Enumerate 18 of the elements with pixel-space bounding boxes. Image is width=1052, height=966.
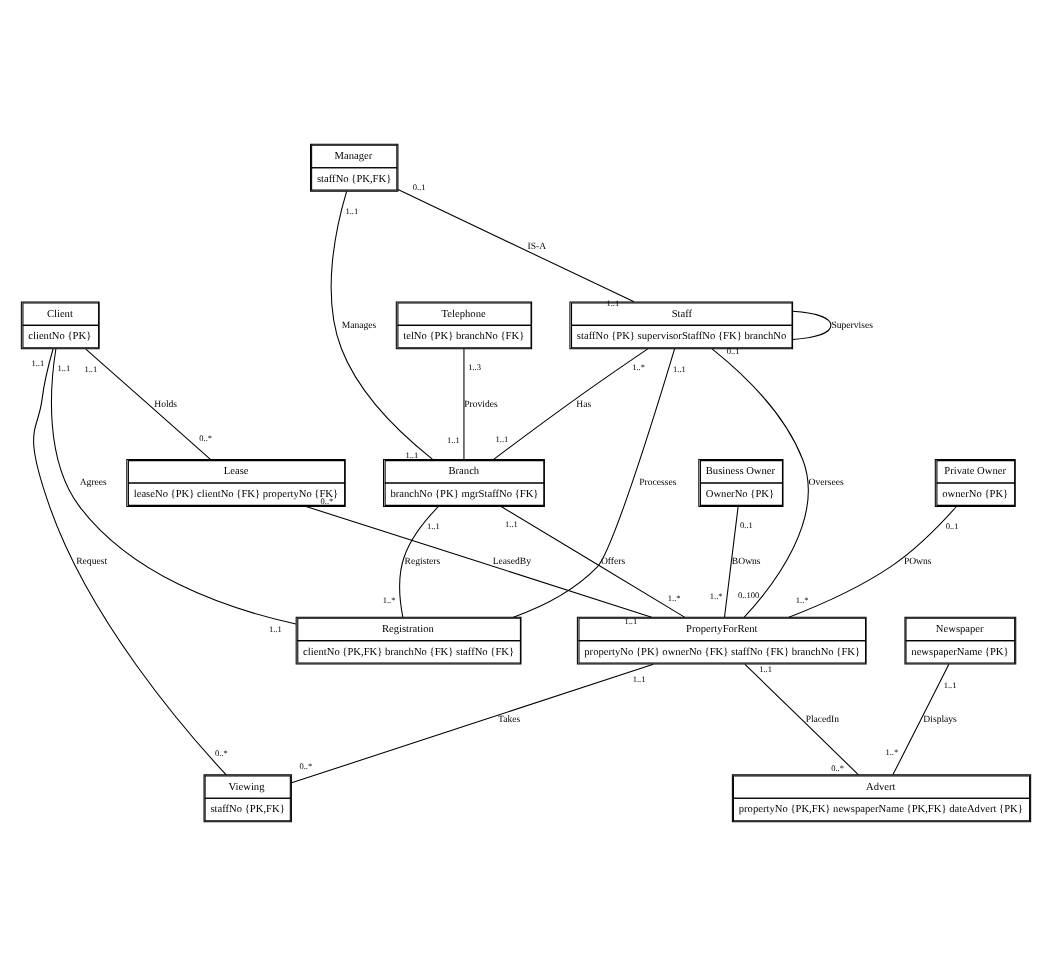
connector <box>744 663 859 776</box>
connector <box>493 348 649 460</box>
connector <box>788 505 957 618</box>
connector <box>711 348 809 618</box>
connector <box>399 505 439 618</box>
connector <box>291 663 654 784</box>
connector <box>51 348 297 625</box>
connector <box>85 348 212 461</box>
connector <box>792 310 832 341</box>
connector <box>330 190 434 461</box>
connector <box>512 348 676 618</box>
connector <box>305 505 653 618</box>
connector <box>397 189 635 303</box>
connector <box>500 505 686 618</box>
connector <box>724 506 739 618</box>
connector <box>33 348 227 776</box>
connector <box>892 663 950 776</box>
connector <box>463 348 465 460</box>
